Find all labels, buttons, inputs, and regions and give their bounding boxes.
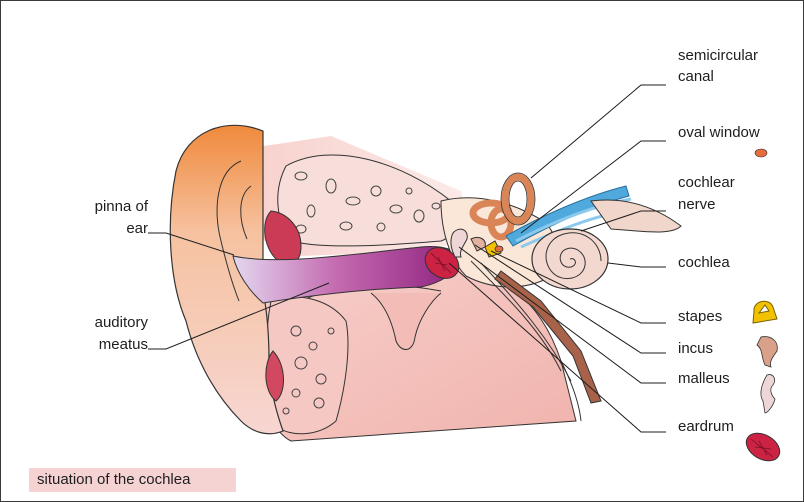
label-pinna-line2: ear bbox=[61, 219, 148, 239]
label-eardrum: eardrum bbox=[678, 417, 734, 437]
label-pinna-line1: pinna of bbox=[61, 197, 148, 217]
label-stapes: stapes bbox=[678, 307, 722, 327]
stapes-icon bbox=[753, 301, 777, 323]
label-malleus: malleus bbox=[678, 369, 730, 389]
label-semicircular-canal-line1: semicircular bbox=[678, 46, 758, 66]
oval-window-shape bbox=[495, 246, 503, 252]
malleus-icon bbox=[761, 375, 775, 413]
eardrum-icon bbox=[741, 428, 784, 467]
label-cochlea: cochlea bbox=[678, 253, 730, 273]
label-semicircular-canal-line2: canal bbox=[678, 67, 714, 87]
label-oval-window: oval window bbox=[678, 123, 760, 143]
oval-window-icon bbox=[755, 149, 767, 157]
label-cochlear-nerve-line2: nerve bbox=[678, 195, 716, 215]
label-incus: incus bbox=[678, 339, 713, 359]
label-auditory-meatus-line2: meatus bbox=[61, 335, 148, 355]
incus-icon bbox=[757, 337, 777, 367]
label-auditory-meatus-line1: auditory bbox=[61, 313, 148, 333]
label-cochlear-nerve-line1: cochlear bbox=[678, 173, 735, 193]
figure-caption: situation of the cochlea bbox=[29, 468, 236, 492]
